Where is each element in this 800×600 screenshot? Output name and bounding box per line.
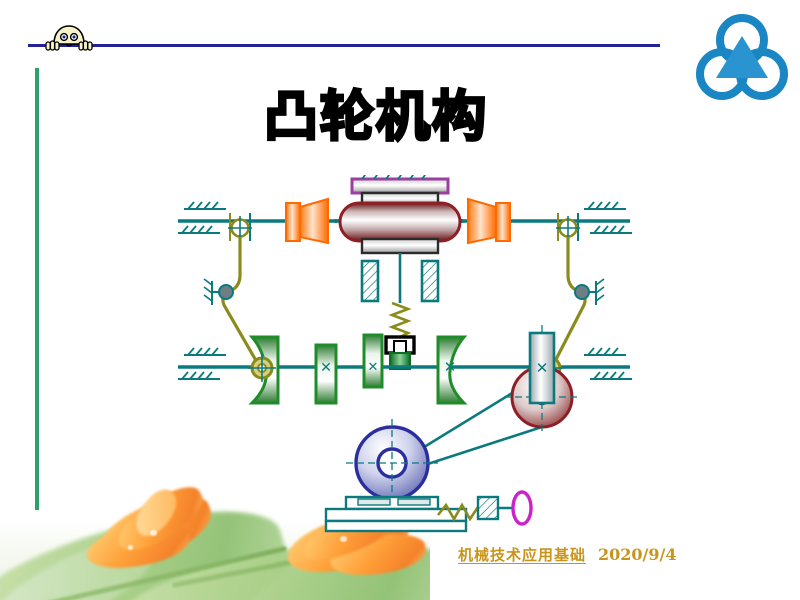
ground-support-left-lower [178, 347, 226, 380]
pivot-right [556, 213, 580, 241]
orange-cone-right [467, 197, 511, 245]
fixed-pivot-right [574, 278, 605, 305]
lower-collar [360, 237, 440, 255]
orange-cone-left [285, 197, 329, 245]
roller-follower-right: ✕ [528, 331, 556, 405]
left-accent-bar [35, 68, 39, 510]
motor-base [324, 495, 468, 533]
fixed-pivot-left [203, 278, 234, 305]
green-foot-block [384, 335, 416, 370]
cam-4: ✕ [436, 335, 468, 405]
footer: 机械技术应用基础 2020/9/4 [458, 544, 677, 566]
tension-spring [436, 502, 480, 522]
ground-support-right-lower [584, 347, 632, 380]
ground-support-left-upper [178, 201, 226, 234]
pivot-left [228, 213, 252, 241]
svg-text:✕: ✕ [368, 359, 379, 374]
peeking-face-icon [45, 25, 93, 51]
three-circle-triangle-logo-icon [696, 14, 788, 100]
svg-text:✕: ✕ [320, 359, 332, 375]
cam-mechanism-diagram: ✕ ✕ ✕ ✕ [178, 175, 632, 533]
svg-text:✕: ✕ [444, 359, 457, 376]
cam-2: ✕ [314, 343, 338, 405]
return-spring [388, 301, 412, 339]
footer-date: 2020/9/4 [598, 545, 677, 564]
rocker-link-left [221, 237, 264, 372]
purple-top-plate [350, 175, 450, 195]
ground-support-right-upper [584, 201, 632, 234]
guide-sleeve-right [420, 259, 440, 303]
central-barrel-drum [338, 201, 462, 243]
footer-course-label: 机械技术应用基础 [458, 546, 587, 564]
page-title: 凸轮机构 [263, 85, 488, 148]
header-divider-line [28, 44, 660, 47]
magenta-ring [511, 490, 533, 526]
cam-pivot-left [248, 354, 276, 382]
svg-text:✕: ✕ [536, 360, 549, 377]
guide-sleeve-left [360, 259, 380, 303]
tension-block [476, 495, 500, 521]
cam-3: ✕ [362, 333, 384, 389]
blue-motor-pulley [346, 419, 438, 511]
